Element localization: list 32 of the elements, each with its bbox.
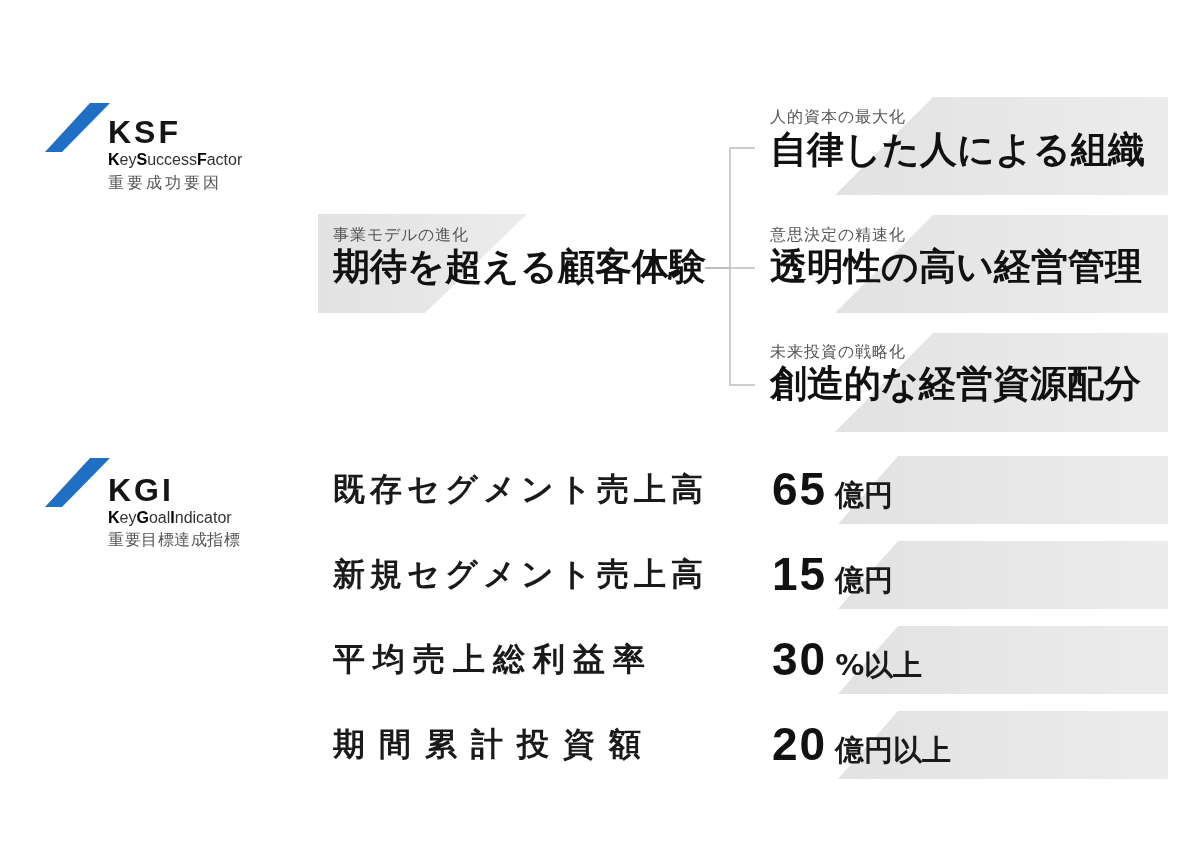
metric-panel xyxy=(772,541,1168,609)
section-caption: 重要成功要因 xyxy=(108,175,222,191)
metric-label: 新規セグメント売上高 xyxy=(333,558,708,590)
section-heading: KSF xyxy=(108,116,181,148)
panel-title: 創造的な経営資源配分 xyxy=(770,365,1141,402)
metric-panel xyxy=(772,626,1168,694)
panel-title: 自律した人による組織 xyxy=(770,131,1145,168)
metric-unit: %以上 xyxy=(835,651,923,680)
metric-value: 65 xyxy=(772,466,828,512)
section-caption: 重要目標達成指標 xyxy=(108,532,240,548)
panel-title: 透明性の高い経営管理 xyxy=(770,248,1142,285)
section-heading: KGI xyxy=(108,474,174,506)
panel-subtitle: 事業モデルの進化 xyxy=(333,227,469,243)
metric-panel xyxy=(772,456,1168,524)
metric-value: 15 xyxy=(772,551,828,597)
metric-unit: 億円以上 xyxy=(835,736,952,765)
panel-subtitle: 未来投資の戦略化 xyxy=(770,344,906,360)
metric-value: 20 xyxy=(772,721,828,767)
slanted-panel xyxy=(318,214,705,313)
metric-unit: 億円 xyxy=(835,481,894,510)
metric-label: 既存セグメント売上高 xyxy=(333,473,708,505)
metric-panel xyxy=(772,711,1168,779)
connector-line xyxy=(704,267,756,386)
panel-subtitle: 意思決定の精速化 xyxy=(770,227,906,243)
panel-title: 期待を超える顧客体験 xyxy=(333,248,706,285)
panel-subtitle: 人的資本の最大化 xyxy=(770,109,906,125)
section-subtitle: KeySuccessFactor xyxy=(108,152,243,168)
metric-value: 30 xyxy=(772,636,828,682)
section-subtitle: KeyGoalIndicator xyxy=(108,510,232,526)
metric-unit: 億円 xyxy=(835,566,894,595)
metric-label: 平均売上総利益率 xyxy=(333,643,653,675)
metric-label: 期間累計投資額 xyxy=(333,728,655,760)
